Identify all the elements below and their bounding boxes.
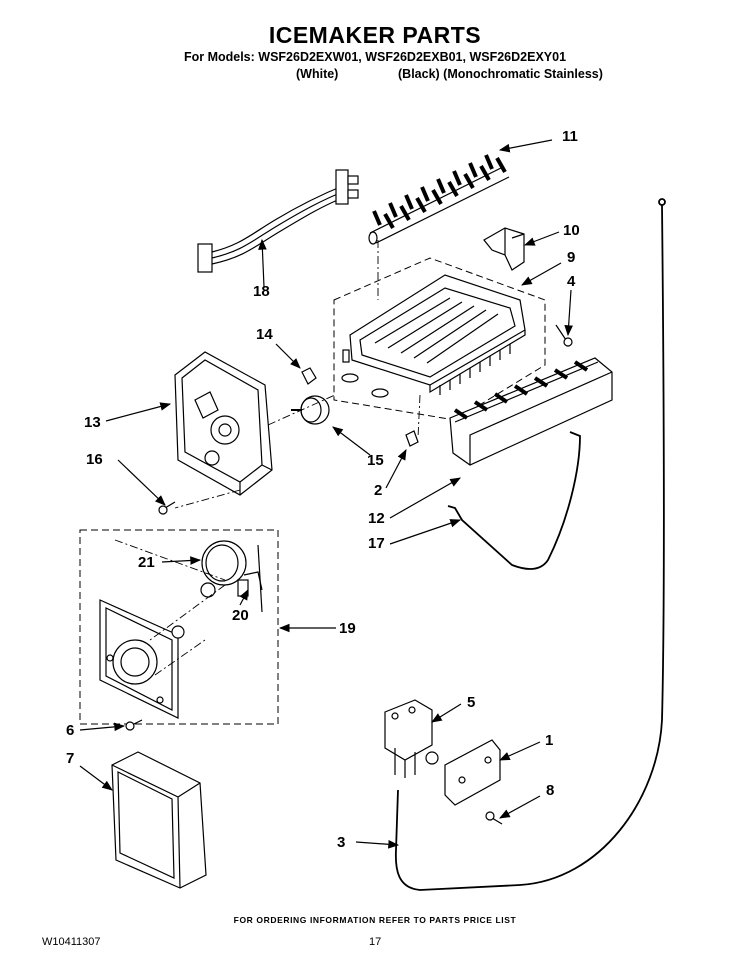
ice-mold-part	[341, 274, 526, 398]
callout-20: 20	[232, 607, 249, 624]
callout-3: 3	[337, 834, 346, 851]
wire-arm-part	[447, 431, 581, 570]
callout-14: 14	[256, 326, 273, 343]
alignment-lines	[114, 240, 421, 676]
leader-arrows	[79, 139, 573, 849]
callout-15: 15	[367, 452, 384, 469]
ice-mold-dashed-group	[333, 257, 546, 421]
callout-21: 21	[138, 554, 155, 571]
callout-9: 9	[567, 249, 576, 266]
screw-8-part	[485, 811, 503, 825]
callout-7: 7	[66, 750, 75, 767]
screw-16-part	[158, 501, 176, 515]
water-tube-part	[394, 198, 666, 891]
callout-13: 13	[84, 414, 101, 431]
color-white-label: (White)	[296, 67, 339, 81]
ordering-note: FOR ORDERING INFORMATION REFER TO PARTS …	[233, 915, 517, 925]
screw-4-part	[555, 324, 573, 347]
page-number: 17	[369, 936, 382, 948]
callout-6: 6	[66, 722, 75, 739]
motor-part	[200, 540, 263, 598]
callout-18: 18	[253, 283, 270, 300]
page-title: ICEMAKER PARTS	[268, 22, 482, 48]
callout-2: 2	[374, 482, 383, 499]
callout-12: 12	[368, 510, 385, 527]
callout-8: 8	[546, 782, 555, 799]
callout-17: 17	[368, 535, 385, 552]
ejector-part	[368, 154, 510, 245]
control-plate-part	[99, 599, 185, 719]
front-cover-part	[111, 751, 207, 889]
screw-6-part	[125, 719, 143, 731]
water-valve-part	[384, 699, 439, 778]
callout-16: 16	[86, 451, 103, 468]
clip-2-part	[405, 430, 419, 447]
control-housing-part	[174, 351, 273, 496]
wire-harness-part	[197, 169, 359, 273]
callout-5: 5	[467, 694, 476, 711]
mold-bracket-part	[483, 227, 525, 271]
valve-bracket-part	[444, 739, 501, 806]
callout-4: 4	[567, 273, 576, 290]
callout-10: 10	[563, 222, 580, 239]
callout-1: 1	[545, 732, 554, 749]
cover-part	[449, 357, 613, 466]
clip-14-part	[301, 367, 317, 385]
color-black-stainless-label: (Black) (Monochromatic Stainless)	[398, 67, 603, 81]
document-number: W10411307	[42, 936, 101, 948]
control-assembly-dashed-group	[79, 529, 279, 725]
model-list: For Models: WSF26D2EXW01, WSF26D2EXB01, …	[183, 50, 567, 64]
callout-11: 11	[562, 128, 578, 145]
callout-19: 19	[339, 620, 356, 637]
